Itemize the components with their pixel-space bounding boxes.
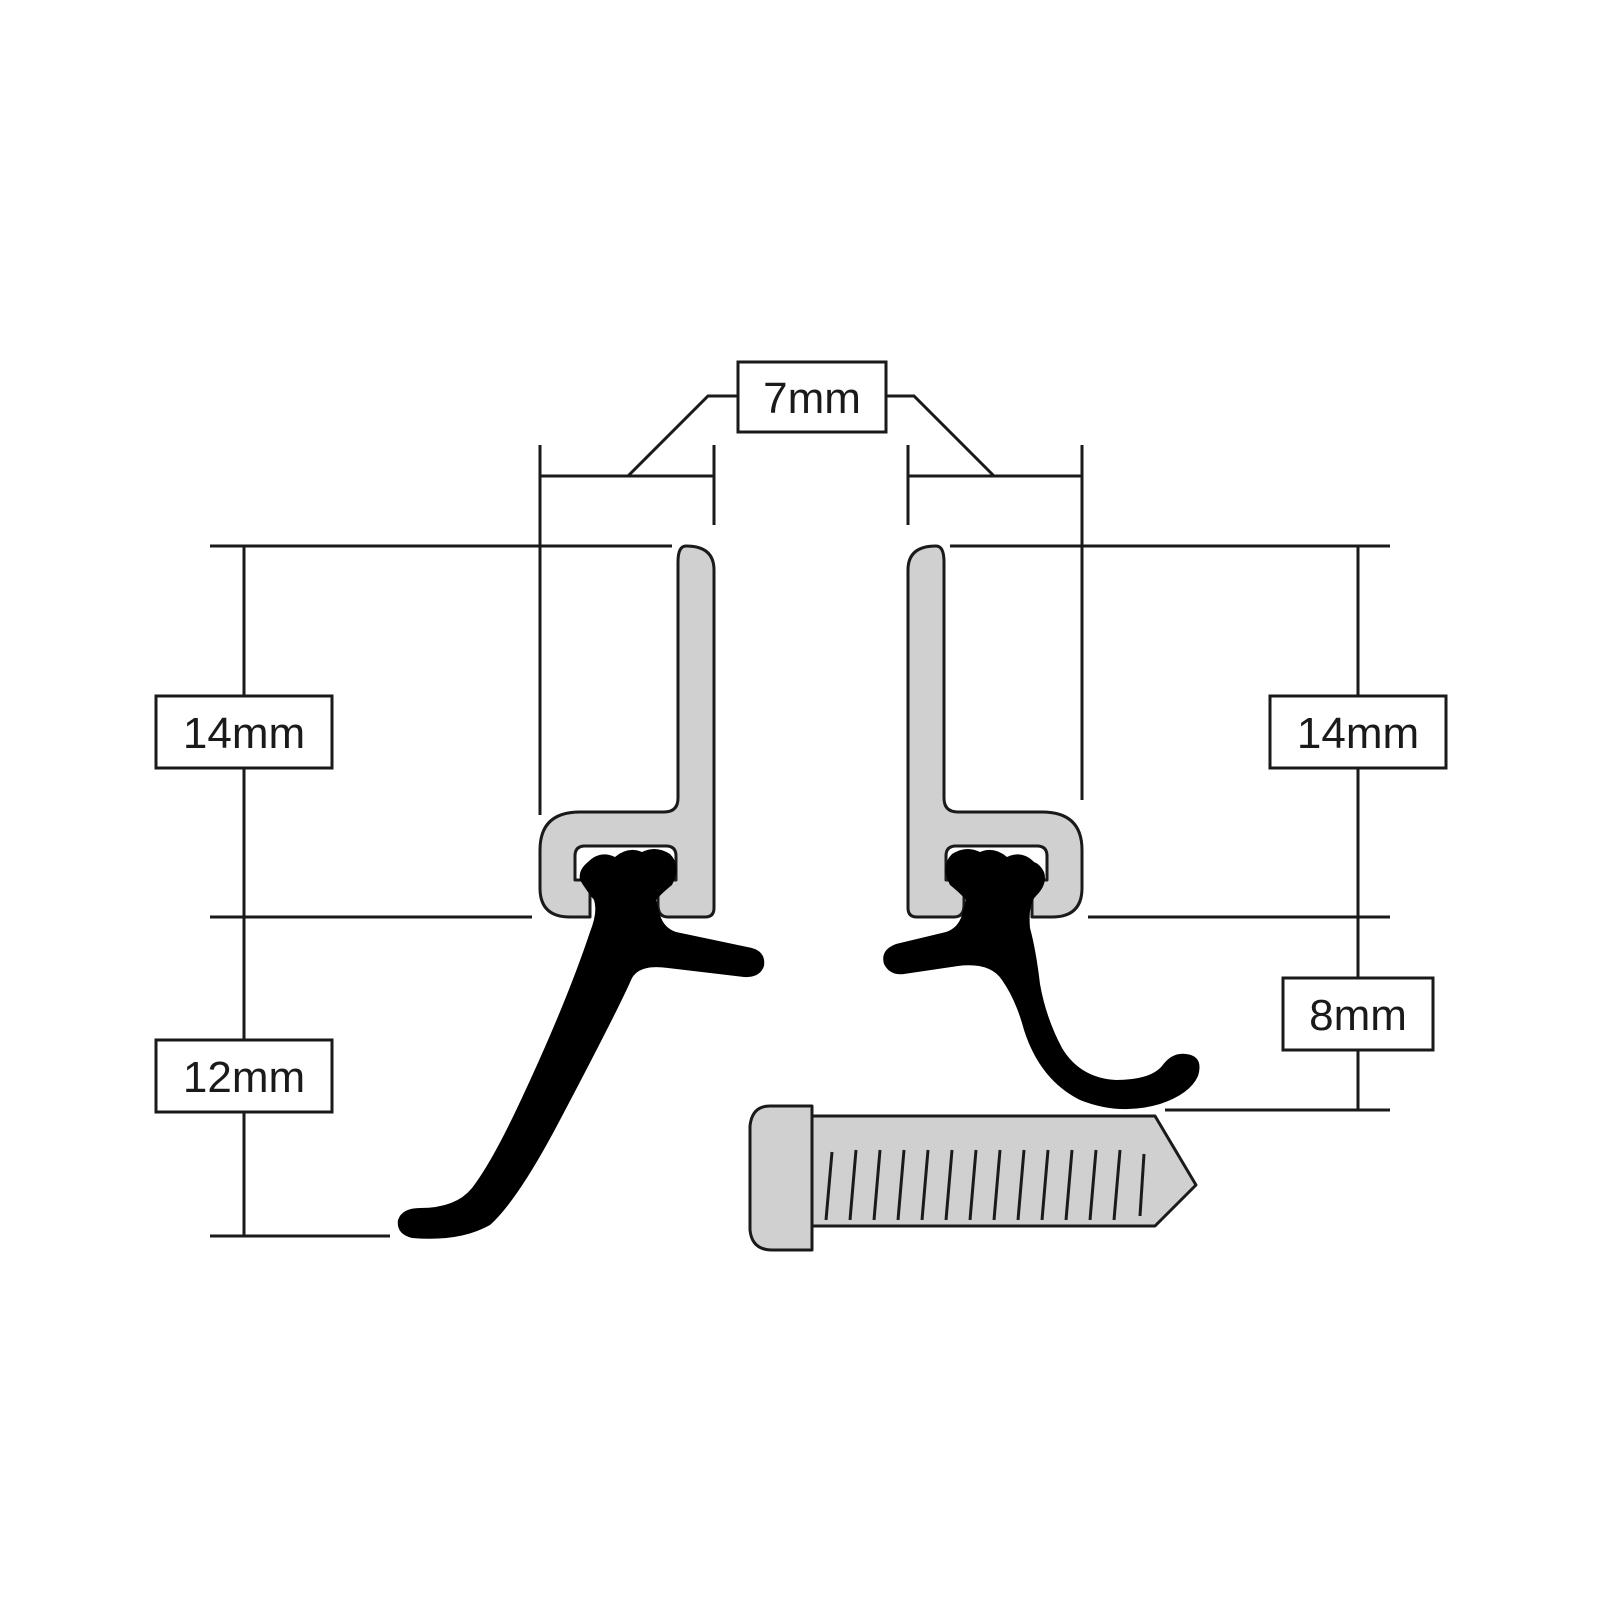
top-width-label: 7mm [763,374,861,423]
left-height-dimension: 14mm 12mm [154,544,672,1238]
left-profile-height-label-box [154,694,334,770]
left-profile [538,544,716,919]
left-seal-height-label-box [154,1038,334,1114]
left-profile-height-label: 14mm [183,709,305,758]
top-width-label-box [736,360,888,434]
right-profile-height-label-box [1268,694,1448,770]
right-seal-height-label-box [1281,976,1435,1052]
right-seal-height-label: 8mm [1309,991,1407,1040]
right-profile [906,544,1084,919]
left-seal-height-label: 12mm [183,1053,305,1102]
top-width-dimension: 7mm [538,360,1084,815]
right-height-dimension: 14mm 8mm [950,544,1448,1112]
screw-icon [748,1104,1198,1252]
left-seal [397,848,765,1239]
right-seal [883,848,1200,1110]
right-profile-height-label: 14mm [1297,709,1419,758]
